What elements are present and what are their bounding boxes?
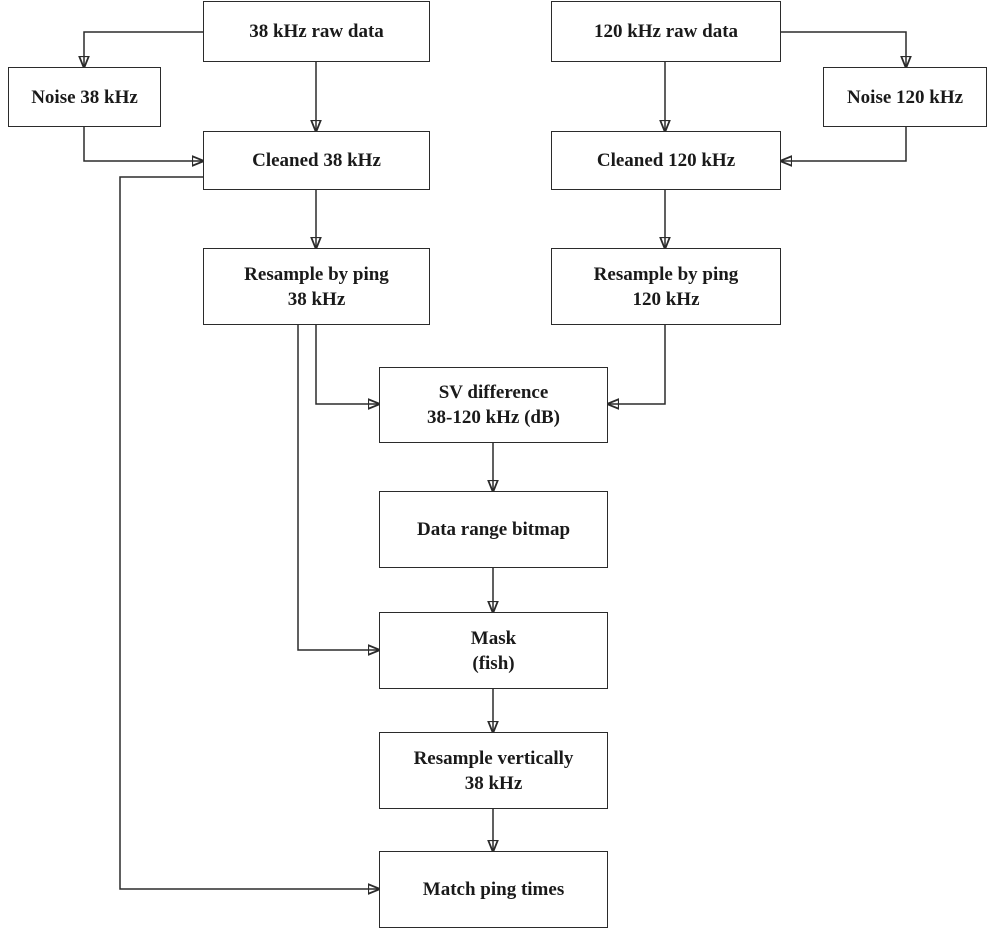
edge-noise38-to-clean38 bbox=[83, 127, 203, 161]
node-120khz-raw-data: 120 kHz raw data bbox=[551, 1, 781, 62]
node-noise-120khz: Noise 120 kHz bbox=[823, 67, 987, 127]
node-match-ping-times: Match ping times bbox=[379, 851, 608, 928]
node-cleaned-38khz: Cleaned 38 kHz bbox=[203, 131, 430, 190]
node-mask-fish: Mask (fish) bbox=[379, 612, 608, 689]
node-label-line: 38-120 kHz (dB) bbox=[427, 407, 560, 428]
node-label-line: 120 kHz bbox=[632, 288, 700, 310]
edge-clean38-to-match bbox=[119, 176, 379, 889]
node-label-line: Noise 38 kHz bbox=[31, 86, 138, 108]
node-noise-38khz: Noise 38 kHz bbox=[8, 67, 161, 127]
edge-resample120-to-svdiff bbox=[608, 325, 666, 404]
node-label-line: 38 kHz raw data bbox=[249, 21, 384, 42]
node-sv-difference: SV difference 38-120 kHz (dB) bbox=[379, 367, 608, 443]
edge-resample38-to-mask bbox=[297, 325, 379, 650]
node-label-line: SV difference bbox=[438, 382, 549, 403]
edge-raw38-to-noise38 bbox=[84, 31, 203, 67]
node-label-line: Mask bbox=[470, 627, 517, 649]
node-38khz-raw-data: 38 kHz raw data bbox=[203, 1, 430, 62]
node-label-line: Cleaned 38 kHz bbox=[252, 150, 381, 171]
node-resample-by-ping-38khz: Resample by ping 38 kHz bbox=[203, 248, 430, 325]
node-label-line: Data range bitmap bbox=[416, 519, 571, 540]
node-label-line: (fish) bbox=[472, 652, 515, 674]
node-resample-by-ping-120khz: Resample by ping 120 kHz bbox=[551, 248, 781, 325]
edge-noise120-to-clean120 bbox=[781, 127, 907, 161]
node-label-line: Resample by ping bbox=[244, 263, 389, 285]
node-cleaned-120khz: Cleaned 120 kHz bbox=[551, 131, 781, 190]
node-label-line: Noise 120 kHz bbox=[846, 86, 964, 108]
edge-raw120-to-noise120 bbox=[781, 31, 906, 67]
node-label-line: Cleaned 120 kHz bbox=[596, 150, 736, 171]
node-data-range-bitmap: Data range bitmap bbox=[379, 491, 608, 568]
node-label-line: 38 kHz bbox=[287, 288, 346, 310]
edge-resample38-to-svdiff bbox=[315, 325, 379, 404]
node-label-line: Match ping times bbox=[422, 879, 565, 900]
node-label-line: Resample by ping bbox=[593, 263, 739, 285]
node-label-line: 120 kHz raw data bbox=[593, 21, 739, 42]
node-resample-vertically-38khz: Resample vertically 38 kHz bbox=[379, 732, 608, 809]
node-label-line: Resample vertically bbox=[413, 747, 574, 769]
node-label-line: 38 kHz bbox=[464, 772, 523, 794]
